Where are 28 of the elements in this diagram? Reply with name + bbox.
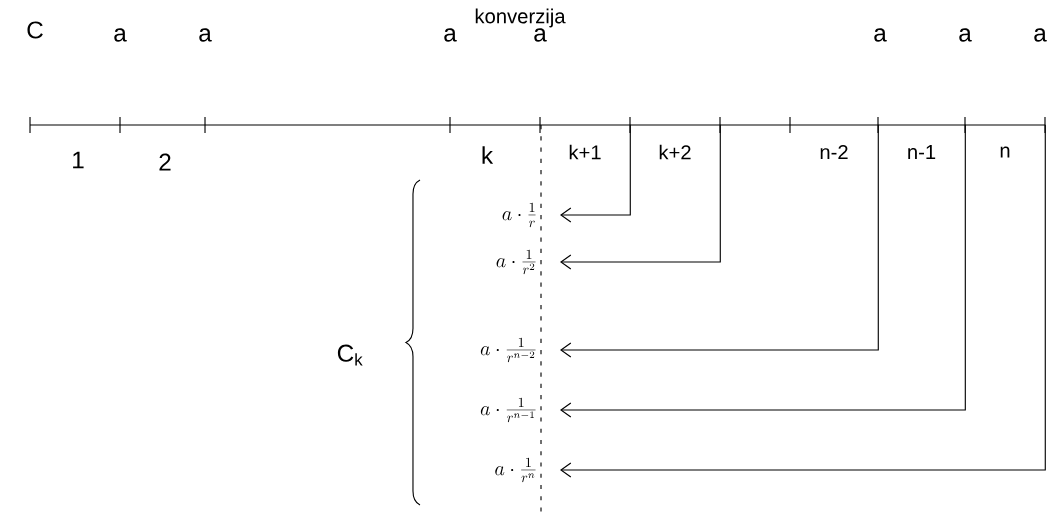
axis-label: 1 [73,151,84,169]
formula: $a \cdot \frac{1}{r}$ [502,202,536,228]
formula: $a \cdot \frac{1}{r^{n}}$ [495,457,536,483]
arrow [560,124,631,223]
axis-label: 2 [159,153,171,171]
heading-label: konverzija [475,8,566,28]
axis-label: a [534,28,547,42]
axis-label: a [874,28,887,42]
formula: $a \cdot \frac{1}{r^{n-2}}$ [480,337,536,363]
period-cell: k+1 [569,144,601,160]
axis-label: a [959,28,972,42]
formula: $a \cdot \frac{1}{r^{n-1}}$ [480,397,536,423]
axis-label: a [1034,28,1047,42]
arrow [560,124,966,418]
brace-label: C$_{k}$ [337,344,363,366]
axis-label: a [114,28,127,42]
period-cell: k+2 [659,144,691,160]
axis-label: C [27,21,43,39]
arrow [560,124,1046,478]
formula: $a \cdot \frac{1}{r^{2}}$ [496,249,536,275]
axis-label: a [199,28,212,42]
arrow [560,124,721,270]
period-cell: n-1 [908,145,936,159]
period-cell: n-2 [820,144,848,160]
axis-label: k [482,146,494,164]
arrow [560,124,879,358]
period-cell: n [1000,146,1010,158]
axis-label: a [444,28,457,42]
